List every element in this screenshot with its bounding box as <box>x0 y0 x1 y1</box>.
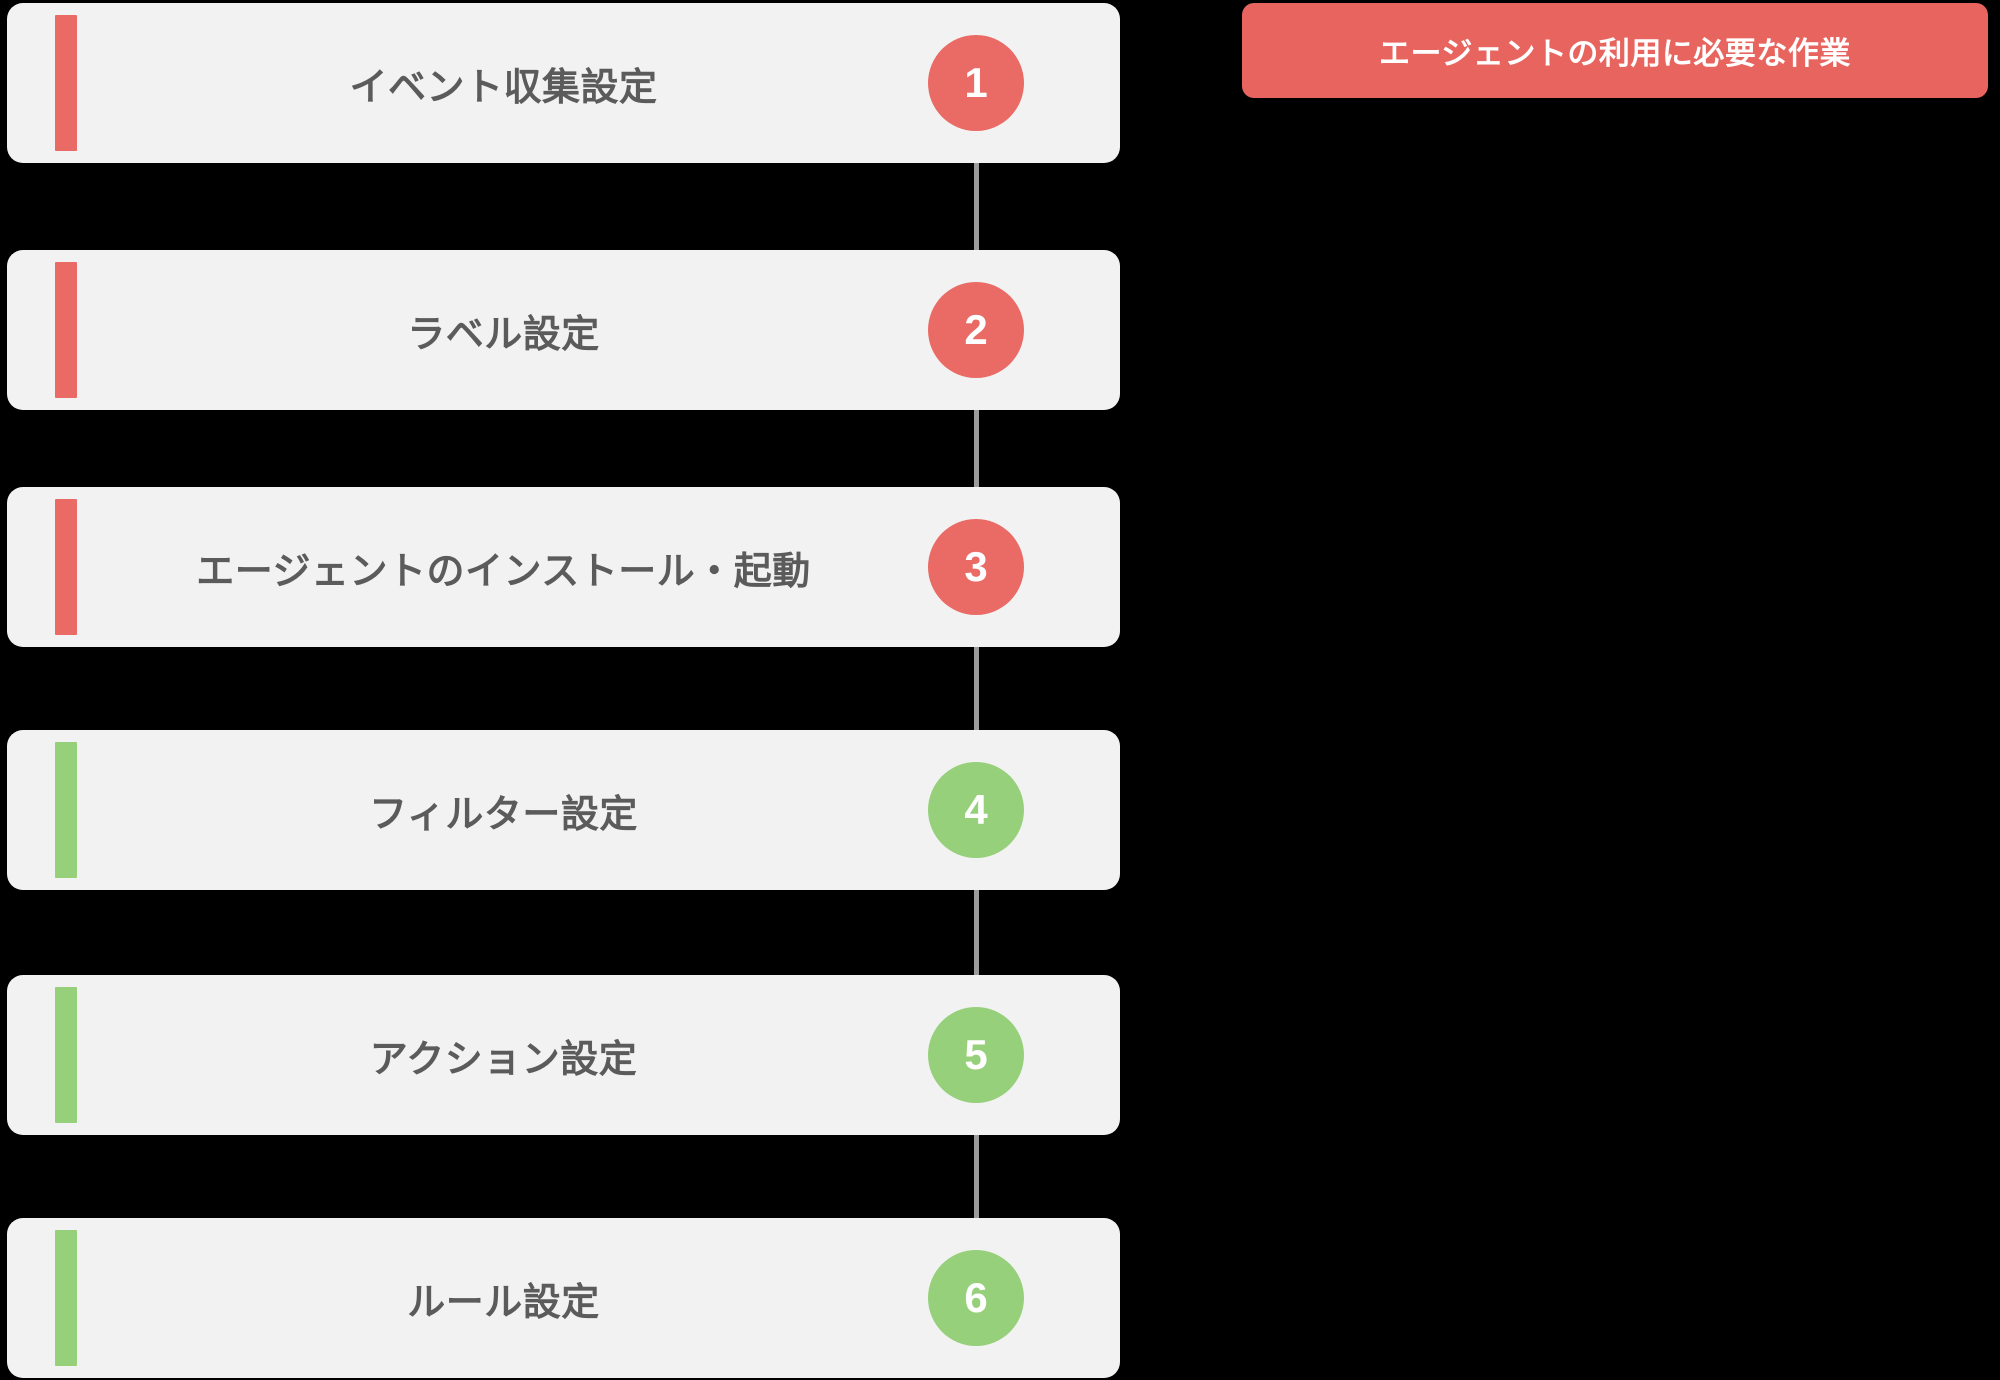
connector-line-1-2 <box>974 155 979 260</box>
step-accent-bar-5 <box>55 987 77 1123</box>
step-label-4: フィルター設定 <box>369 793 638 836</box>
step-label-3: エージェントのインストール・起動 <box>196 550 811 593</box>
step-card-3[interactable]: エージェントのインストール・起動 <box>7 487 1120 647</box>
step-accent-bar-1 <box>55 15 77 151</box>
step-accent-bar-2 <box>55 262 77 398</box>
connector-line-4-5 <box>974 882 979 985</box>
step-accent-bar-4 <box>55 742 77 878</box>
step-label-5: アクション設定 <box>369 1038 638 1081</box>
legend-banner: エージェントの利用に必要な作業 <box>1242 3 1988 98</box>
legend-banner-label: エージェントの利用に必要な作業 <box>1379 36 1851 71</box>
step-number-badge-2: 2 <box>928 282 1024 378</box>
step-number-badge-4: 4 <box>928 762 1024 858</box>
step-number-badge-1: 1 <box>928 35 1024 131</box>
step-accent-bar-6 <box>55 1230 77 1366</box>
connector-line-3-4 <box>974 639 979 740</box>
step-accent-bar-3 <box>55 499 77 635</box>
connector-line-2-3 <box>974 402 979 497</box>
step-label-6: ルール設定 <box>407 1281 600 1324</box>
step-label-2: ラベル設定 <box>407 313 600 356</box>
step-label-1: イベント収集設定 <box>349 66 658 109</box>
step-number-badge-6: 6 <box>928 1250 1024 1346</box>
step-number-badge-5: 5 <box>928 1007 1024 1103</box>
step-number-badge-3: 3 <box>928 519 1024 615</box>
connector-line-5-6 <box>974 1127 979 1228</box>
